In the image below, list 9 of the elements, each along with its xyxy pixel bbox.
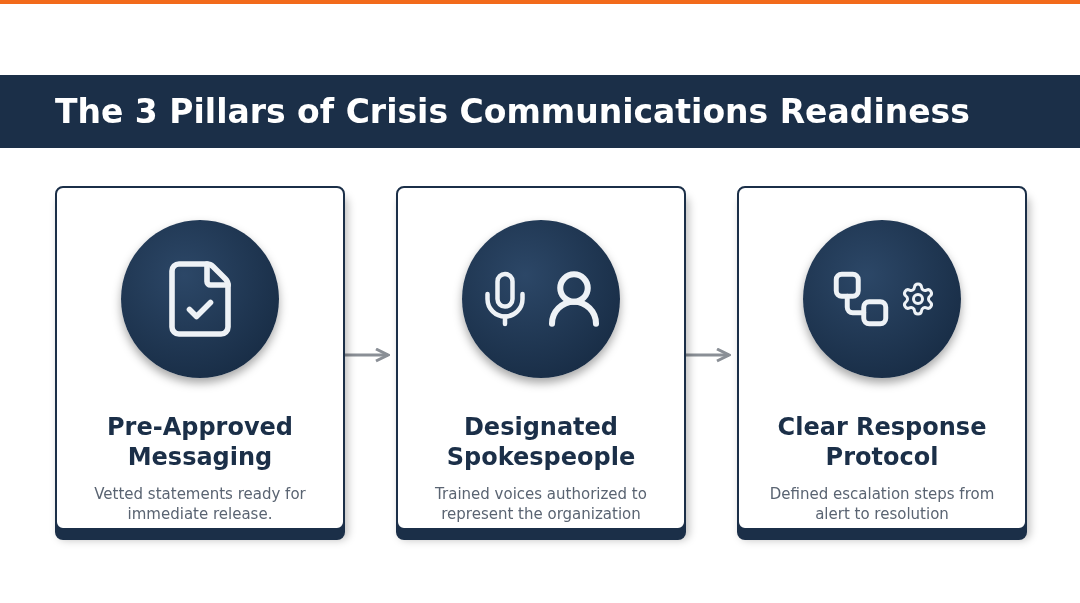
card-description: Trained voices authorized to represent the organization — [434, 484, 648, 524]
title: The 3 Pillars of Crisis Communications Readiness — [55, 92, 970, 131]
arrow — [345, 347, 390, 363]
card-description: Defined escalation steps from alert to resolution — [768, 484, 996, 524]
card-heading: Pre-Approved Messaging — [106, 412, 294, 472]
card-heading: Designated Spokespeople — [445, 412, 637, 472]
card-heading: Clear Response Protocol — [776, 412, 988, 472]
arrow — [686, 347, 731, 363]
card-description: Vetted statements ready for immediate release. — [93, 484, 307, 524]
